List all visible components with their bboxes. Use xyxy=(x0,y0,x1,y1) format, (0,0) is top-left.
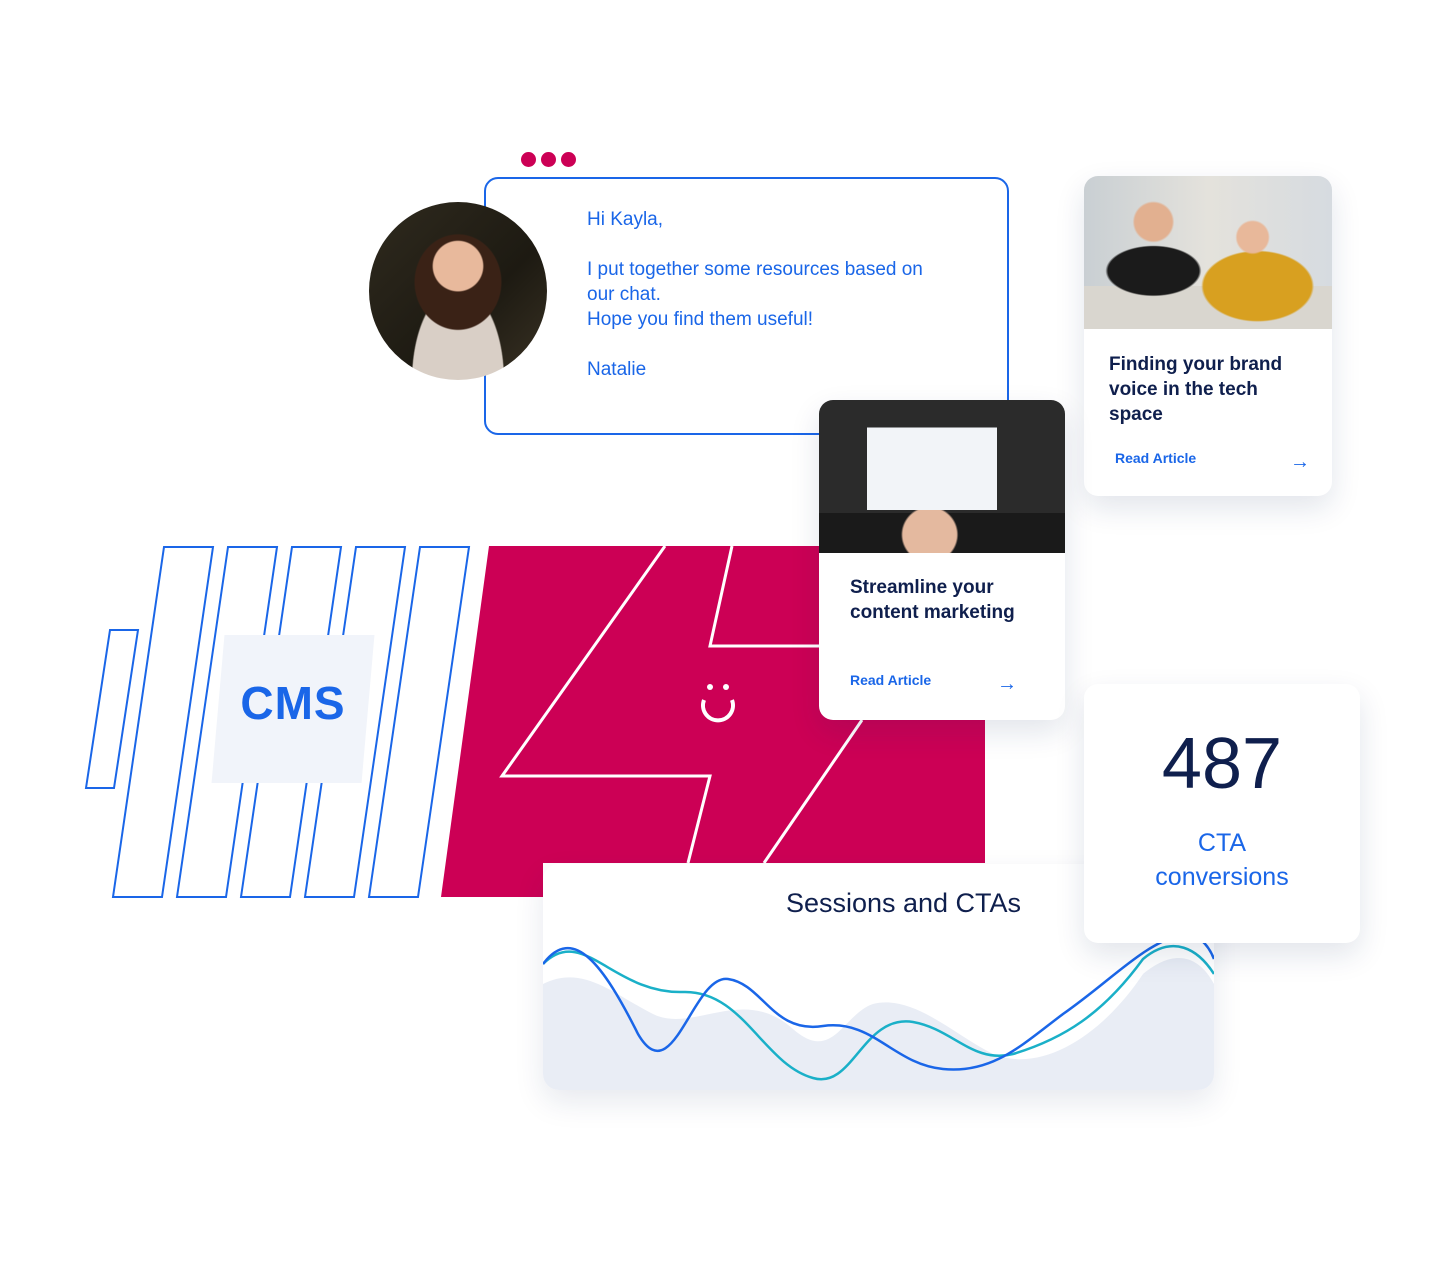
chart-title: Sessions and CTAs xyxy=(785,888,1022,918)
brand-logo-icon xyxy=(701,684,735,723)
article-card-brand-voice[interactable]: Finding your brand voice in the tech spa… xyxy=(1084,176,1332,496)
cms-label: CMS xyxy=(240,677,346,729)
arrow-right-icon[interactable]: → xyxy=(997,673,1017,695)
typing-dot xyxy=(521,152,536,167)
message-signature: Natalie xyxy=(587,359,647,380)
cta-conversions-card: 487 CTA conversions xyxy=(1084,684,1360,943)
chart-line-sessions xyxy=(543,932,1214,1071)
read-article-link[interactable]: Read Article xyxy=(850,672,932,688)
chart-line-ctas xyxy=(543,945,1214,1081)
arrow-right-icon[interactable]: → xyxy=(1290,451,1310,473)
article-image xyxy=(819,400,1065,553)
stat-label: CTA conversions xyxy=(1084,826,1360,894)
message-greeting: Hi Kayla, xyxy=(587,209,664,230)
chart-area xyxy=(543,957,1214,1090)
message-bubble xyxy=(484,177,1009,435)
read-article-link[interactable]: Read Article xyxy=(1115,450,1197,466)
sessions-chart-card: Sessions and CTAs xyxy=(543,864,1214,1090)
message-line: our chat. xyxy=(587,284,661,305)
article-title: Streamline your content marketing xyxy=(850,577,1015,623)
stat-label-line: CTA xyxy=(1197,829,1247,857)
typing-dot xyxy=(541,152,556,167)
message-line: I put together some resources based on xyxy=(587,259,923,280)
article-title: Finding your brand voice in the tech spa… xyxy=(1109,354,1283,425)
stat-value: 487 xyxy=(1161,724,1283,804)
message-text: Hi Kayla, I put together some resources … xyxy=(587,207,977,382)
typing-dot xyxy=(561,152,576,167)
typing-indicator xyxy=(521,152,576,167)
message-line: Hope you find them useful! xyxy=(587,309,814,330)
sessions-chart xyxy=(543,932,1214,1090)
article-image xyxy=(1084,176,1332,329)
avatar xyxy=(369,202,547,380)
stat-label-line: conversions xyxy=(1155,863,1289,891)
article-card-content-marketing[interactable]: Streamline your content marketing Read A… xyxy=(819,400,1065,720)
